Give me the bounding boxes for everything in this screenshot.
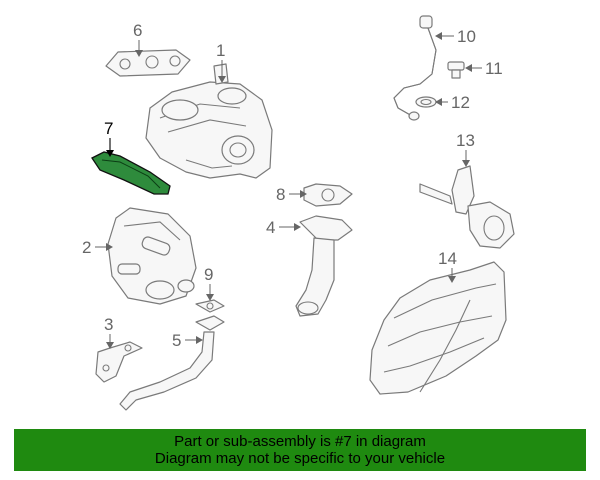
svg-text:11: 11 <box>485 59 503 78</box>
label-10: 10 <box>435 27 476 46</box>
part-4-outlet-pipe[interactable] <box>295 215 353 317</box>
part-3-bracket[interactable] <box>95 341 143 383</box>
banner-line-2: Diagram may not be specific to your vehi… <box>154 450 446 467</box>
label-5: 5 <box>172 331 203 350</box>
part-5-pipe[interactable] <box>119 315 225 411</box>
label-12: 12 <box>435 93 470 112</box>
part-13-actuator[interactable] <box>419 165 515 249</box>
svg-text:1: 1 <box>216 41 225 60</box>
svg-text:7: 7 <box>104 119 113 138</box>
part-14-heat-shield[interactable] <box>369 261 507 395</box>
svg-text:14: 14 <box>438 249 457 268</box>
label-6: 6 <box>133 21 143 57</box>
svg-text:12: 12 <box>451 93 470 112</box>
label-9: 9 <box>204 265 214 301</box>
part-8-gasket[interactable] <box>303 183 353 207</box>
part-6-gasket[interactable] <box>105 49 191 77</box>
label-8: 8 <box>276 185 307 204</box>
label-1: 1 <box>216 41 226 83</box>
svg-text:2: 2 <box>82 238 91 257</box>
label-7: 7 <box>104 119 114 157</box>
svg-text:5: 5 <box>172 331 181 350</box>
svg-text:8: 8 <box>276 185 285 204</box>
svg-text:3: 3 <box>104 315 113 334</box>
label-2: 2 <box>82 238 113 257</box>
label-13: 13 <box>456 131 475 167</box>
banner-line-1: Part or sub-assembly is #7 in diagram <box>174 433 426 450</box>
part-11-bolt[interactable] <box>447 61 465 79</box>
part-9-gasket[interactable] <box>195 299 225 313</box>
part-2-housing[interactable] <box>107 207 197 305</box>
svg-text:4: 4 <box>266 218 275 237</box>
info-banner: Part or sub-assembly is #7 in diagram Di… <box>14 429 586 471</box>
svg-text:13: 13 <box>456 131 475 150</box>
svg-text:9: 9 <box>204 265 213 284</box>
label-11: 11 <box>465 59 503 78</box>
parts-diagram: 6 1 7 2 <box>82 15 515 411</box>
label-3: 3 <box>104 315 114 349</box>
part-10-oil-line[interactable] <box>393 15 437 121</box>
part-12-washer[interactable] <box>415 96 437 108</box>
svg-text:6: 6 <box>133 21 142 40</box>
label-4: 4 <box>266 218 301 237</box>
label-14: 14 <box>438 249 457 283</box>
svg-text:10: 10 <box>457 27 476 46</box>
part-7-gasket-highlighted[interactable] <box>91 151 171 195</box>
part-1-manifold[interactable] <box>145 63 273 179</box>
